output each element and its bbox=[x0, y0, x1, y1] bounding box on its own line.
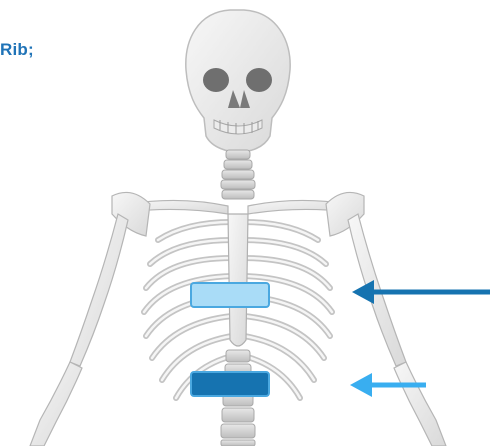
upper-arrow bbox=[352, 280, 490, 304]
clavicles bbox=[126, 200, 350, 214]
spine bbox=[221, 350, 255, 446]
sternum bbox=[228, 214, 248, 346]
skull bbox=[186, 10, 290, 152]
cervical-spine bbox=[221, 150, 255, 199]
upper-label-box[interactable] bbox=[191, 283, 269, 307]
lower-label-box[interactable] bbox=[191, 372, 269, 396]
